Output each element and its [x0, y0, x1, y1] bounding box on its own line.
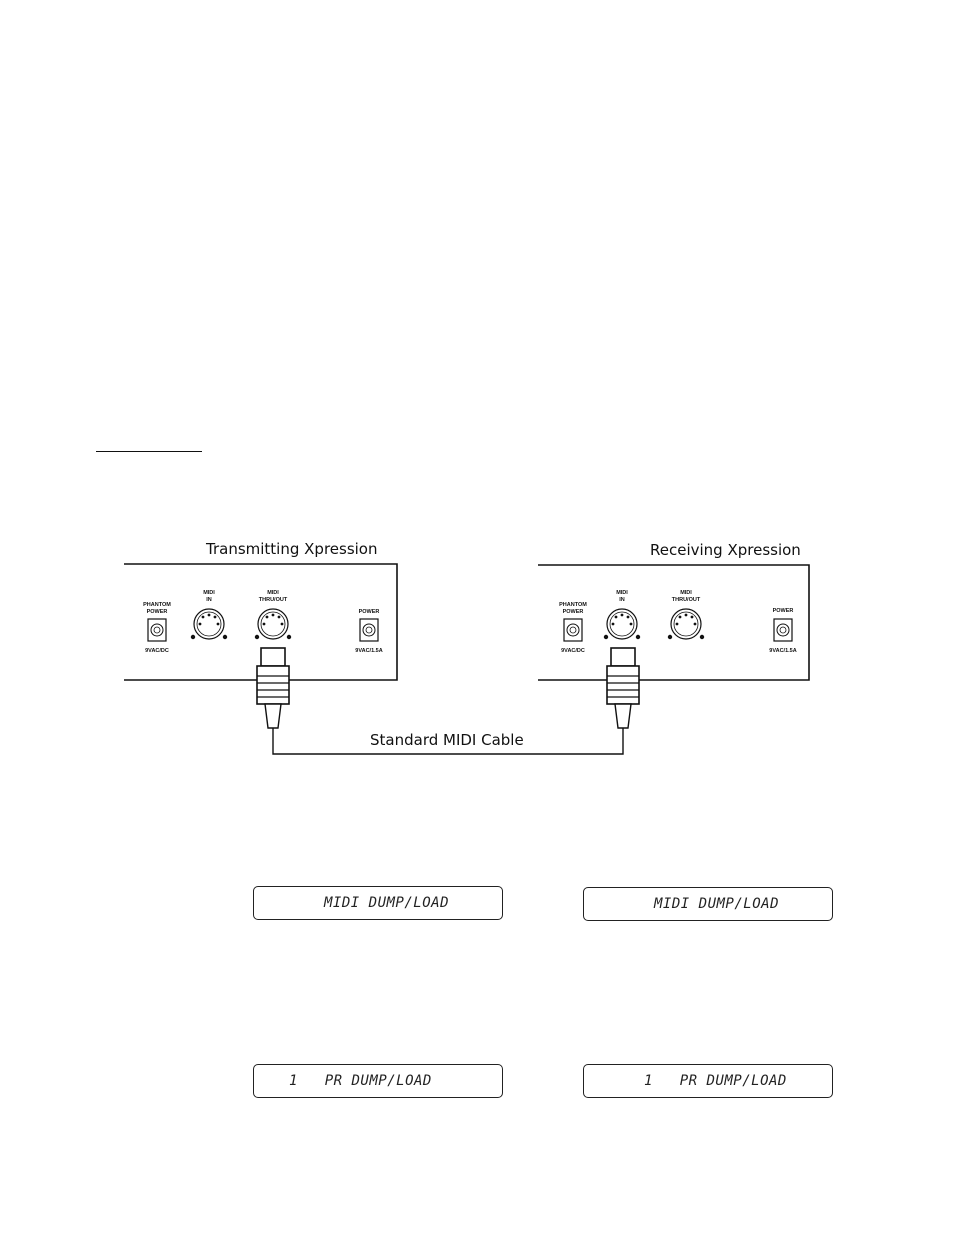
transmitter-cable-plug: [256, 647, 290, 729]
heading-underline: [96, 451, 202, 452]
transmitter-title: Transmitting Xpression: [206, 540, 378, 558]
lcd-text: MIDI DUMP/LOAD: [324, 895, 450, 911]
receiver-phantom-label: PHANTOM: [559, 602, 587, 608]
lcd-display-receiver-1: MIDI DUMP/LOAD: [583, 887, 833, 921]
transmitter-phantom-label: PHANTOM: [143, 602, 171, 608]
transmitter-midi-thru-port: [254, 608, 292, 640]
transmitter-midi-in-port: [190, 608, 228, 640]
transmitter-midi-in-label: MIDI: [203, 590, 215, 596]
receiver-midi-thru-label: MIDI: [680, 590, 692, 596]
receiver-phantom-jack: [563, 618, 583, 642]
receiver-midi-in-label: MIDI: [616, 590, 628, 596]
receiver-title: Receiving Xpression: [650, 541, 801, 559]
receiver-phantom-rating: 9VAC/DC: [561, 648, 585, 654]
transmitter-midi-thru-label-2: THRU/OUT: [259, 597, 288, 603]
receiver-power-label: POWER: [773, 608, 794, 614]
receiver-midi-thru-port: [667, 608, 705, 640]
receiver-midi-in-port: [603, 608, 641, 640]
receiver-phantom-label-2: POWER: [563, 609, 584, 615]
transmitter-power-label: POWER: [359, 609, 380, 615]
lcd-text: MIDI DUMP/LOAD: [654, 896, 780, 912]
lcd-text: 1 PR DUMP/LOAD: [289, 1073, 432, 1089]
lcd-display-transmitter-2: 1 PR DUMP/LOAD: [253, 1064, 503, 1098]
transmitter-phantom-jack: [147, 618, 167, 642]
receiver-midi-thru-label-2: THRU/OUT: [672, 597, 701, 603]
lcd-display-transmitter-1: MIDI DUMP/LOAD: [253, 886, 503, 920]
transmitter-midi-in-label-2: IN: [206, 597, 212, 603]
receiver-midi-in-label-2: IN: [619, 597, 625, 603]
transmitter-power-jack: [359, 618, 379, 642]
transmitter-phantom-label-2: POWER: [147, 609, 168, 615]
transmitter-phantom-rating: 9VAC/DC: [145, 648, 169, 654]
midi-cable-line: [272, 728, 624, 755]
receiver-power-rating: 9VAC/1.5A: [769, 648, 796, 654]
connection-diagram: PHANTOM POWER 9VAC/DC MIDI IN: [124, 563, 810, 755]
receiver-power-jack: [773, 618, 793, 642]
lcd-display-receiver-2: 1 PR DUMP/LOAD: [583, 1064, 833, 1098]
transmitter-midi-thru-label: MIDI: [267, 590, 279, 596]
cable-label: Standard MIDI Cable: [368, 731, 526, 749]
lcd-text: 1 PR DUMP/LOAD: [644, 1073, 787, 1089]
transmitter-power-rating: 9VAC/1.5A: [355, 648, 382, 654]
receiver-panel: PHANTOM POWER 9VAC/DC MIDI IN MI: [538, 564, 810, 681]
receiver-cable-plug: [606, 647, 640, 729]
